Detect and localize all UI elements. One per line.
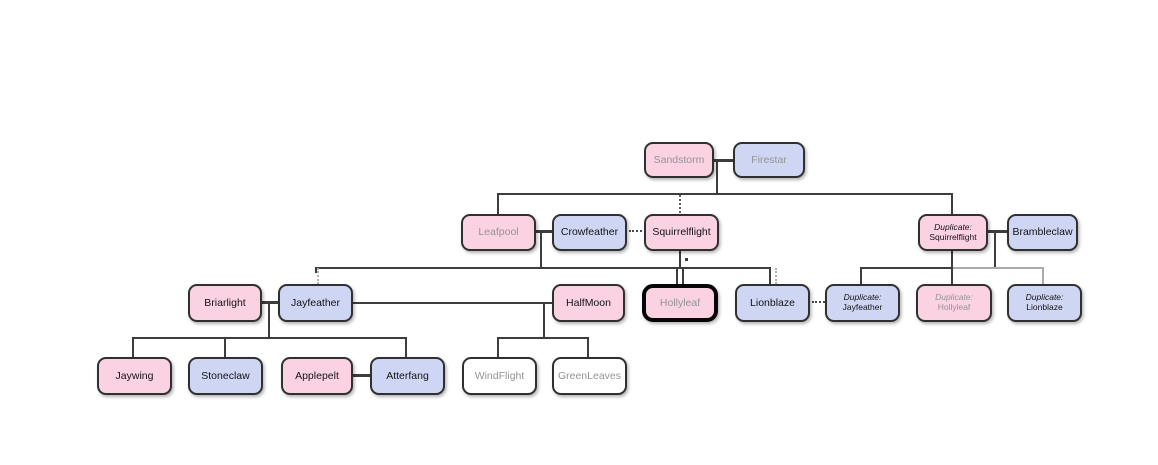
edge-riser-leafpool-crowfeather: [540, 232, 542, 268]
person-name-label: Lionblaze: [1026, 302, 1063, 312]
edge-drop-jayfeather-dotted: [317, 268, 319, 284]
person-name-label: Squirrelflight: [929, 231, 977, 242]
tree-node-firestar[interactable]: Firestar: [733, 142, 805, 178]
edge-bus-gen2: [497, 193, 953, 195]
edge-couple-briarlight-jayfeather: [258, 301, 282, 304]
edge-riser-jayfeather-halfmoon: [543, 304, 545, 338]
edge-riser-briarlight-jayfeather: [268, 303, 270, 338]
edge-squirrelflight-down: [679, 251, 681, 268]
edge-drop-stoneclaw: [224, 337, 226, 357]
person-name-label: HalfMoon: [566, 296, 611, 309]
person-name-label: Brambleclaw: [1012, 226, 1073, 239]
tree-node-brambleclaw[interactable]: Brambleclaw: [1007, 214, 1078, 251]
tree-node-lionblaze[interactable]: Lionblaze: [735, 284, 810, 322]
edge-couple-sandstorm-firestar: [710, 159, 737, 162]
edge-drop-atterfang: [405, 337, 407, 357]
tree-node-applepelt[interactable]: Applepelt: [281, 357, 353, 395]
person-name-label: Sandstorm: [653, 153, 705, 166]
tree-node-greenleaves[interactable]: GreenLeaves: [552, 357, 627, 395]
person-name-label: Squirrelflight: [652, 226, 711, 239]
edge-drop-lionblaze: [769, 267, 771, 284]
edge-bus-gen4-left: [132, 337, 407, 339]
duplicate-prefix-label: Duplicate:: [843, 292, 882, 303]
edge-dot-squirrelflight: [685, 258, 688, 261]
edge-drop-hollyleaf-line2: [682, 267, 684, 284]
person-name-label: GreenLeaves: [557, 369, 622, 382]
tree-node-halfmoon[interactable]: HalfMoon: [552, 284, 625, 322]
person-name-label: Lionblaze: [750, 296, 795, 309]
edge-dotted-lionblaze-dupjayfeather: [812, 301, 825, 303]
person-name-label: Crowfeather: [560, 226, 619, 239]
tree-node-dup-hollyleaf[interactable]: Duplicate:Hollyleaf: [916, 284, 992, 322]
duplicate-prefix-label: Duplicate:: [1025, 292, 1064, 303]
person-name-label: Leafpool: [478, 226, 519, 239]
tree-node-hollyleaf[interactable]: Hollyleaf: [642, 284, 718, 322]
edge-bus-gen4-right: [497, 337, 589, 339]
edge-dotted-crowfeather-squirrelflight: [629, 230, 642, 232]
tree-node-squirrelflight[interactable]: Squirrelflight: [644, 214, 719, 251]
tree-node-jaywing[interactable]: Jaywing: [97, 357, 172, 395]
edge-drop-leafpool: [497, 193, 499, 214]
edge-drop-jaywing: [132, 337, 134, 357]
edge-drop-duplionblaze: [1042, 267, 1044, 284]
edge-drop-duphollyleaf: [951, 251, 953, 284]
edge-drop-lionblaze-dotted: [775, 268, 777, 284]
tree-node-stoneclaw[interactable]: Stoneclaw: [188, 357, 263, 395]
person-name-label: Firestar: [751, 153, 787, 166]
person-name-label: WindFlight: [474, 369, 525, 382]
edge-couple-dupsquirrelflight-brambleclaw: [984, 230, 1011, 233]
tree-node-leafpool[interactable]: Leafpool: [461, 214, 536, 251]
duplicate-prefix-label: Duplicate:: [934, 221, 972, 232]
edge-couple-leafpool-crowfeather: [532, 230, 556, 233]
tree-node-jayfeather[interactable]: Jayfeather: [278, 284, 353, 322]
edge-tick-jayfeather: [315, 267, 317, 273]
edge-drop-windflight: [497, 337, 499, 357]
tree-node-sandstorm[interactable]: Sandstorm: [644, 142, 714, 178]
edge-drop-squirrelflight-dotted: [679, 195, 681, 213]
edge-riser-dupsquirrelflight-brambleclaw: [994, 232, 996, 268]
edge-drop-dupsquirrelflight: [951, 193, 953, 214]
edge-couple-jayfeather-halfmoon: [351, 302, 554, 304]
person-name-label: Hollyleaf: [659, 296, 701, 309]
tree-node-windflight[interactable]: WindFlight: [462, 357, 537, 395]
person-name-label: Jayfeather: [290, 296, 341, 309]
edge-drop-dupjayfeather: [860, 267, 862, 284]
tree-node-crowfeather[interactable]: Crowfeather: [552, 214, 627, 251]
edge-couple-applepelt-atterfang: [349, 374, 374, 377]
edge-bus-gen3-right-gray: [953, 267, 1044, 269]
person-name-label: Briarlight: [204, 296, 246, 309]
duplicate-prefix-label: Duplicate:: [935, 292, 973, 303]
tree-node-dup-jayfeather[interactable]: Duplicate:Jayfeather: [825, 284, 900, 322]
tree-node-briarlight[interactable]: Briarlight: [188, 284, 262, 322]
tree-node-dup-squirrelflight[interactable]: Duplicate:Squirrelflight: [918, 214, 988, 251]
tree-node-atterfang[interactable]: Atterfang: [370, 357, 445, 395]
person-name-label: Atterfang: [386, 369, 429, 382]
person-name-label: Jaywing: [115, 369, 154, 382]
person-name-label: Jayfeather: [842, 302, 883, 312]
tree-node-dup-lionblaze[interactable]: Duplicate:Lionblaze: [1007, 284, 1082, 322]
person-name-label: Stoneclaw: [201, 369, 250, 382]
edge-bus-gen3-right-dark: [860, 267, 953, 269]
edge-bus-gen3-left: [315, 267, 771, 269]
edge-drop-hollyleaf-line1: [676, 267, 678, 284]
person-name-label: Hollyleaf: [937, 302, 971, 312]
edge-riser-sandstorm-firestar: [716, 160, 718, 194]
edge-drop-greenleaves: [587, 337, 589, 357]
person-name-label: Applepelt: [295, 369, 339, 382]
